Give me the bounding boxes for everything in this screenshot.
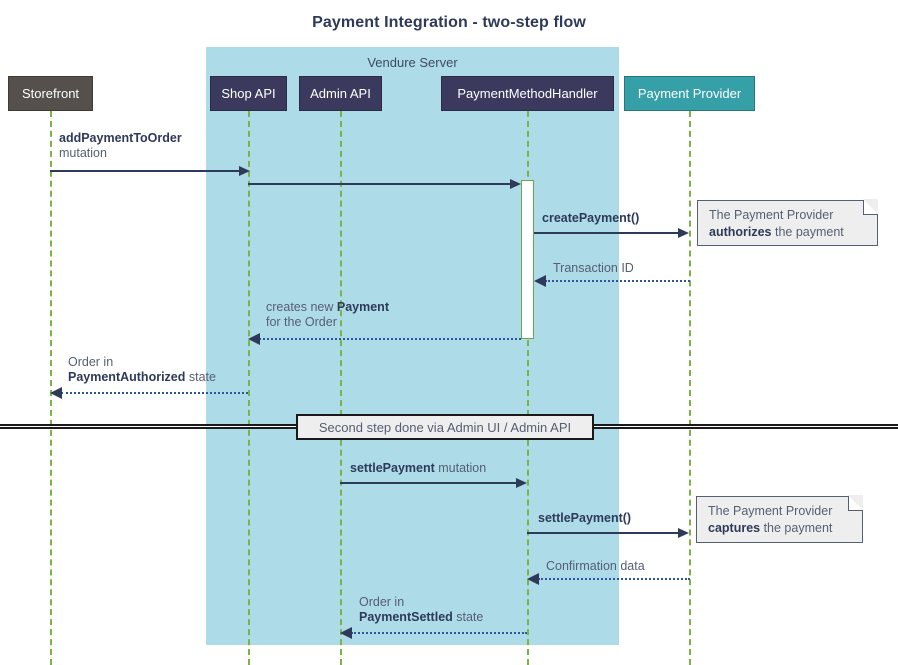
message-label-rest: Confirmation data [546,559,645,573]
participant-label-admin-api: Admin API [310,86,371,101]
message-label-transaction-id: Transaction ID [553,261,634,276]
group-label: Vendure Server [367,55,458,70]
note-fold-corner-icon [863,199,878,215]
note-fold-corner-icon [848,495,863,511]
message-label-part-2: state [185,370,216,384]
message-label-bold: settlePayment [350,461,435,475]
arrowhead-right [510,179,521,189]
participant-storefront[interactable]: Storefront [8,76,93,111]
message-label-settle-payment-mutation: settlePayment mutation [350,461,486,476]
note-rest: the payment [771,225,844,239]
message-label-part-1: creates new [266,300,337,314]
arrowhead-left [50,387,62,399]
message-label-rest: Transaction ID [553,261,634,275]
message-arrow-add-payment-to-order [50,170,240,172]
message-label-part-2: state [452,610,484,624]
participant-payment-method-handler[interactable]: PaymentMethodHandler [441,76,614,111]
activation-bar-payment-method-handler [521,180,534,339]
divider-label: Second step done via Admin UI / Admin AP… [318,419,572,435]
divider-box: Second step done via Admin UI / Admin AP… [296,414,594,440]
participant-label-payment-provider: Payment Provider [637,86,742,101]
arrowhead-left [534,275,546,287]
arrowhead-left [340,627,352,639]
participant-payment-provider[interactable]: Payment Provider [624,76,755,111]
participant-shop-api[interactable]: Shop API [210,76,287,111]
message-arrow-create-payment [534,232,679,234]
message-label-bold: Payment [336,300,389,314]
message-label-part-2: for the Order [266,315,337,329]
message-label-order-payment-authorized: Order in PaymentAuthorized state [68,355,216,385]
participant-label-payment-method-handler: PaymentMethodHandler [457,86,598,101]
arrowhead-right [516,478,527,488]
message-label-settle-payment-call: settlePayment() [538,511,631,526]
message-label-rest: mutation [434,461,487,475]
note-line-2: captures the payment [708,520,852,537]
message-label-bold: addPaymentToOrder [59,131,182,145]
participant-admin-api[interactable]: Admin API [299,76,382,111]
arrowhead-right [678,528,689,538]
page-title: Payment Integration - two-step flow [312,14,586,31]
message-arrow-transaction-id [545,280,690,282]
message-label-bold: createPayment() [542,211,640,225]
message-arrow-order-payment-authorized [61,392,248,394]
note-provider-captures: The Payment Provider captures the paymen… [696,495,863,543]
message-label-part-1: Order in [359,595,405,609]
note-line-2: authorizes the payment [709,224,867,241]
message-label-part-1: Order in [68,355,114,369]
message-label-creates-new-payment: creates new Payment for the Order [266,300,389,330]
message-arrow-settle-payment-call [527,532,679,534]
message-label-rest: mutation [59,146,107,160]
group-box-vendure-server: Vendure Server [206,47,619,645]
note-provider-authorizes: The Payment Provider authorizes the paym… [697,199,878,246]
arrowhead-right [239,166,250,176]
lifeline-payment-method-handler [527,111,529,665]
arrowhead-left [248,333,260,345]
message-arrow-order-payment-settled [351,632,527,634]
lifeline-shop-api [248,111,250,665]
lifeline-payment-provider [689,111,691,665]
message-arrow-creates-new-payment [259,338,521,340]
note-line-1: The Payment Provider [708,504,833,518]
message-label-bold: PaymentSettled [359,610,453,624]
note-line-1: The Payment Provider [709,208,834,222]
lifeline-admin-api [340,111,342,665]
message-label-confirmation-data: Confirmation data [546,559,645,574]
participant-label-storefront: Storefront [21,86,80,101]
arrowhead-left [527,573,539,585]
message-label-create-payment: createPayment() [542,211,639,226]
message-label-order-payment-settled: Order in PaymentSettled state [359,595,483,625]
message-arrow-confirmation-data [538,578,690,580]
arrowhead-right [678,228,689,238]
note-bold: captures [708,521,761,535]
message-label-bold: settlePayment() [538,511,632,525]
note-bold: authorizes [709,225,772,239]
message-arrow-shop-to-handler [248,183,510,185]
message-arrow-settle-payment-mutation [340,482,517,484]
message-label-add-payment-to-order: addPaymentToOrder mutation [59,131,182,161]
participant-label-shop-api: Shop API [221,86,276,101]
message-label-bold: PaymentAuthorized [68,370,186,384]
note-rest: the payment [760,521,833,535]
